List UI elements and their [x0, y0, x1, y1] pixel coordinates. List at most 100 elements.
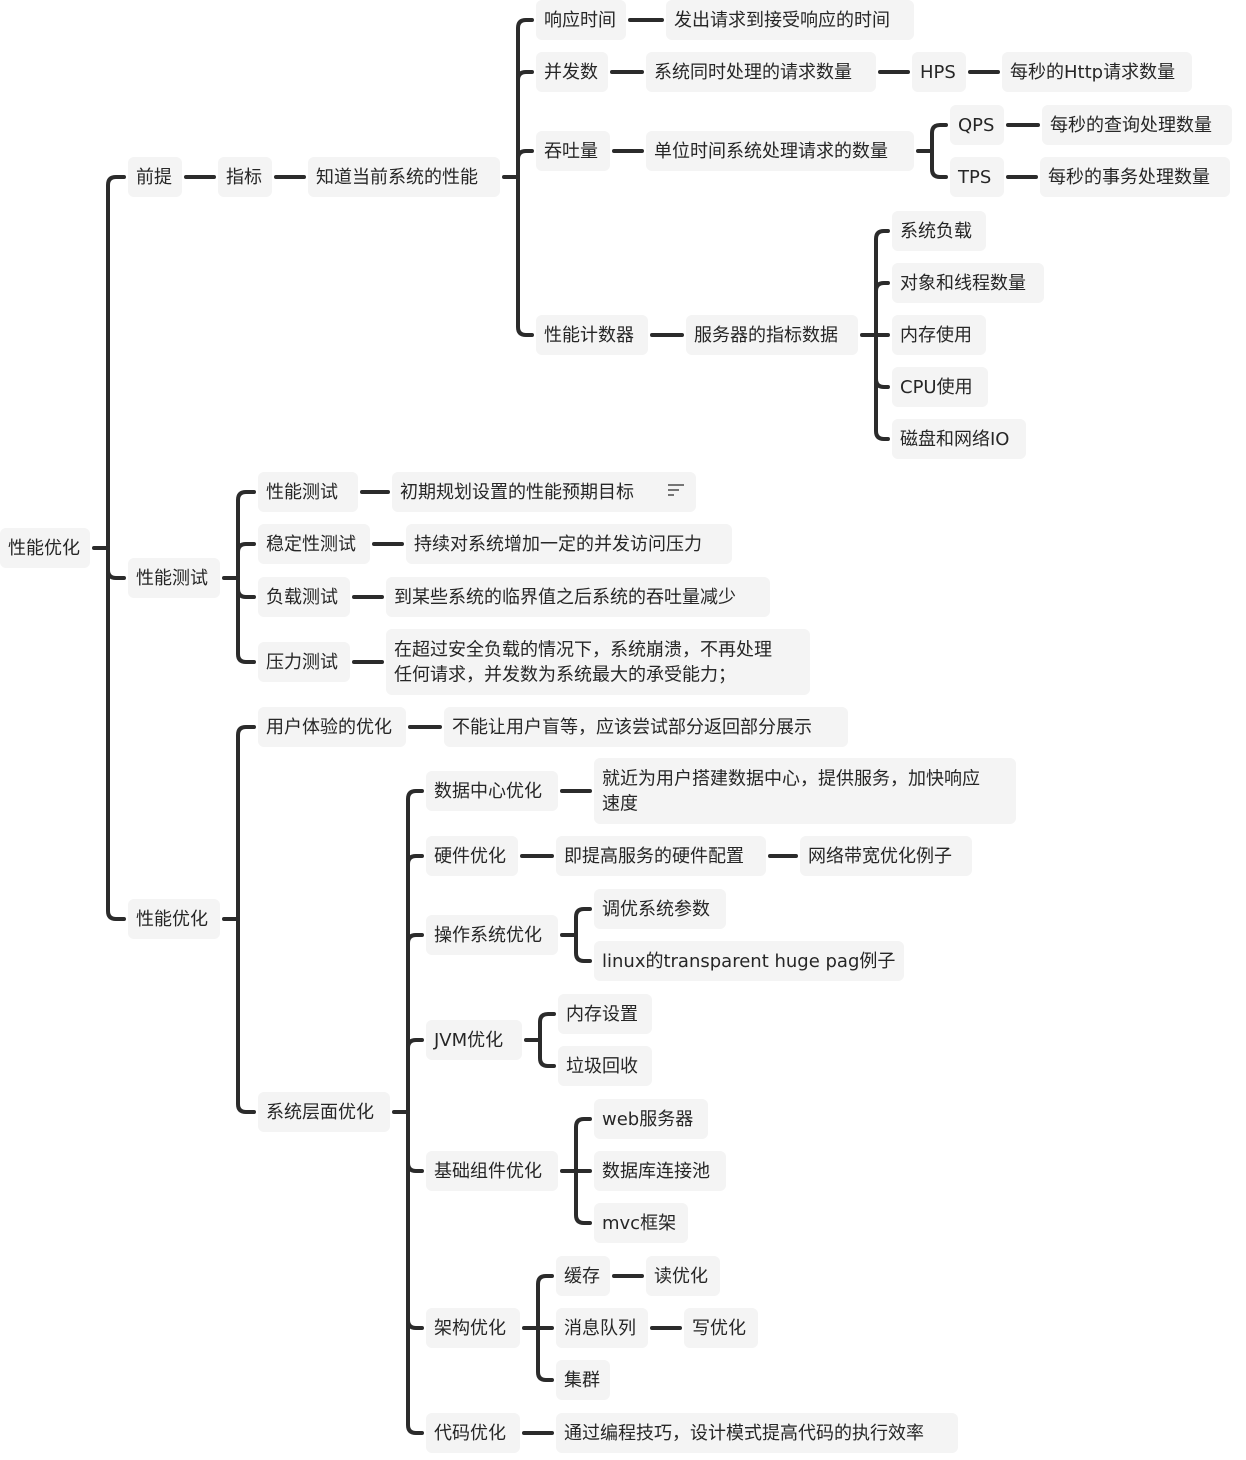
topic-box — [558, 994, 652, 1034]
mindmap-topic-node[interactable]: 前提 — [128, 157, 182, 197]
topic-box — [686, 315, 858, 355]
mindmap-topic-node[interactable]: 性能计数器 — [536, 315, 648, 355]
topic-box — [646, 131, 914, 171]
topic-label: 读优化 — [654, 1266, 708, 1287]
topic-label: 系统层面优化 — [266, 1102, 374, 1123]
topic-label: 到某些系统的临界值之后系统的吞吐量减少 — [394, 587, 736, 608]
mindmap-topic-node[interactable]: 系统层面优化 — [258, 1092, 390, 1132]
topic-box — [1002, 52, 1192, 92]
mindmap-topic-node[interactable]: 集群 — [556, 1360, 610, 1400]
mindmap-topic-node[interactable]: 内存使用 — [892, 315, 986, 355]
mindmap-topic-node[interactable]: 单位时间系统处理请求的数量 — [646, 131, 914, 171]
mindmap-topic-node[interactable]: 负载测试 — [258, 577, 350, 617]
mindmap-topic-node[interactable]: 通过编程技巧，设计模式提高代码的执行效率 — [556, 1413, 958, 1453]
mindmap-topic-node[interactable]: 内存设置 — [558, 994, 652, 1034]
mindmap-topic-node[interactable]: 代码优化 — [426, 1413, 520, 1453]
connector-line — [930, 149, 948, 179]
mindmap-topic-node[interactable]: 写优化 — [684, 1308, 758, 1348]
mindmap-topic-node[interactable]: 调优系统参数 — [594, 889, 726, 929]
mindmap-topic-node[interactable]: 每秒的事务处理数量 — [1040, 157, 1230, 197]
mindmap-topic-node[interactable]: 基础组件优化 — [426, 1151, 558, 1191]
mindmap-topic-node[interactable]: linux的transparent huge pag例子 — [594, 941, 904, 981]
mindmap-topic-node[interactable]: 架构优化 — [426, 1308, 520, 1348]
mindmap-topic-node[interactable]: 操作系统优化 — [426, 915, 558, 955]
mindmap-topic-node[interactable]: 磁盘和网络IO — [892, 419, 1026, 459]
mindmap-topic-node[interactable]: HPS — [912, 52, 966, 92]
mindmap-topic-node[interactable]: 消息队列 — [556, 1308, 648, 1348]
mindmap-topic-node[interactable]: 初期规划设置的性能预期目标 — [392, 472, 696, 512]
mindmap-topic-node[interactable]: 硬件优化 — [426, 836, 518, 876]
mindmap-topic-node[interactable]: 持续对系统增加一定的并发访问压力 — [406, 524, 732, 564]
topic-box — [892, 211, 986, 251]
mindmap-topic-node[interactable]: QPS — [950, 105, 1004, 145]
topic-label: 速度 — [602, 794, 638, 815]
topic-box — [426, 1020, 522, 1060]
mindmap-topic-node[interactable]: 对象和线程数量 — [892, 263, 1044, 303]
mindmap-topic-node[interactable]: TPS — [950, 157, 1004, 197]
topic-box — [426, 836, 518, 876]
topic-box — [536, 315, 648, 355]
topic-box — [386, 577, 770, 617]
mindmap-topic-node[interactable]: 用户体验的优化 — [258, 707, 406, 747]
topic-box — [258, 472, 358, 512]
mindmap-topic-node[interactable]: 读优化 — [646, 1256, 720, 1296]
mindmap-topic-node[interactable]: 系统负载 — [892, 211, 986, 251]
mindmap-topic-node[interactable]: CPU使用 — [892, 367, 988, 407]
mindmap-topic-node[interactable]: mvc框架 — [594, 1203, 688, 1243]
connector-line — [406, 1038, 424, 1114]
topic-label: 性能优化 — [8, 538, 80, 559]
topic-label: 网络带宽优化例子 — [808, 846, 952, 867]
connector-line — [236, 542, 256, 580]
connector-line — [516, 70, 534, 179]
topic-label: 通过编程技巧，设计模式提高代码的执行效率 — [564, 1423, 924, 1444]
topic-label: 稳定性测试 — [266, 534, 356, 555]
topic-label: 数据中心优化 — [434, 781, 542, 802]
mindmap-topic-node[interactable]: 并发数 — [536, 52, 608, 92]
mindmap-topic-node[interactable]: 每秒的查询处理数量 — [1042, 105, 1232, 145]
topic-box — [426, 1413, 520, 1453]
mindmap-topic-node[interactable]: 响应时间 — [536, 0, 626, 40]
mindmap-topic-node[interactable]: 稳定性测试 — [258, 524, 370, 564]
mindmap-topic-node[interactable]: web服务器 — [594, 1099, 708, 1139]
mindmap-topic-node[interactable]: 服务器的指标数据 — [686, 315, 858, 355]
topic-label: 架构优化 — [434, 1318, 506, 1339]
mindmap-topic-node[interactable]: 发出请求到接受响应的时间 — [666, 0, 914, 40]
connector-line — [406, 933, 424, 1114]
connector-line — [930, 123, 948, 153]
topic-box — [426, 771, 558, 811]
topic-label: 每秒的事务处理数量 — [1048, 167, 1210, 188]
topic-label: 负载测试 — [266, 587, 338, 608]
topic-box — [950, 157, 1004, 197]
mindmap-topic-node[interactable]: 即提高服务的硬件配置 — [556, 836, 766, 876]
mindmap-topic-node[interactable]: 到某些系统的临界值之后系统的吞吐量减少 — [386, 577, 770, 617]
topic-box — [258, 707, 406, 747]
mindmap-topic-node[interactable]: 数据中心优化 — [426, 771, 558, 811]
mindmap-topic-node[interactable]: 缓存 — [556, 1256, 610, 1296]
mindmap-topic-node[interactable]: 每秒的Http请求数量 — [1002, 52, 1192, 92]
mindmap-topic-node[interactable]: 性能优化 — [128, 899, 220, 939]
mindmap-topic-node[interactable]: 压力测试 — [258, 642, 350, 682]
mindmap-root-node[interactable]: 性能优化 — [0, 528, 90, 568]
mindmap-topic-node[interactable]: 数据库连接池 — [594, 1151, 726, 1191]
mindmap-topic-node[interactable]: 不能让用户盲等，应该尝试部分返回部分展示 — [444, 707, 848, 747]
topic-label: 单位时间系统处理请求的数量 — [654, 141, 888, 162]
mindmap-topic-node[interactable]: 性能测试 — [128, 558, 220, 598]
mindmap-topic-node[interactable]: 指标 — [218, 157, 272, 197]
mindmap-topic-node[interactable]: 网络带宽优化例子 — [800, 836, 972, 876]
topic-label: HPS — [920, 62, 956, 83]
topic-label: JVM优化 — [433, 1030, 503, 1051]
connector-line — [538, 1012, 556, 1042]
notes-icon[interactable] — [668, 484, 684, 496]
mindmap-topic-node[interactable]: 吞吐量 — [536, 131, 610, 171]
mindmap-topic-node[interactable]: 系统同时处理的请求数量 — [646, 52, 876, 92]
topic-box — [556, 1256, 610, 1296]
topic-label: 就近为用户搭建数据中心，提供服务，加快响应 — [602, 769, 980, 790]
mindmap-topic-node[interactable]: 性能测试 — [258, 472, 358, 512]
topic-label: 指标 — [226, 167, 262, 188]
mindmap-topic-node[interactable]: 知道当前系统的性能 — [308, 157, 500, 197]
topic-box — [444, 707, 848, 747]
mindmap-topic-node[interactable]: JVM优化 — [426, 1020, 522, 1060]
mindmap-topic-node[interactable]: 垃圾回收 — [558, 1046, 652, 1086]
